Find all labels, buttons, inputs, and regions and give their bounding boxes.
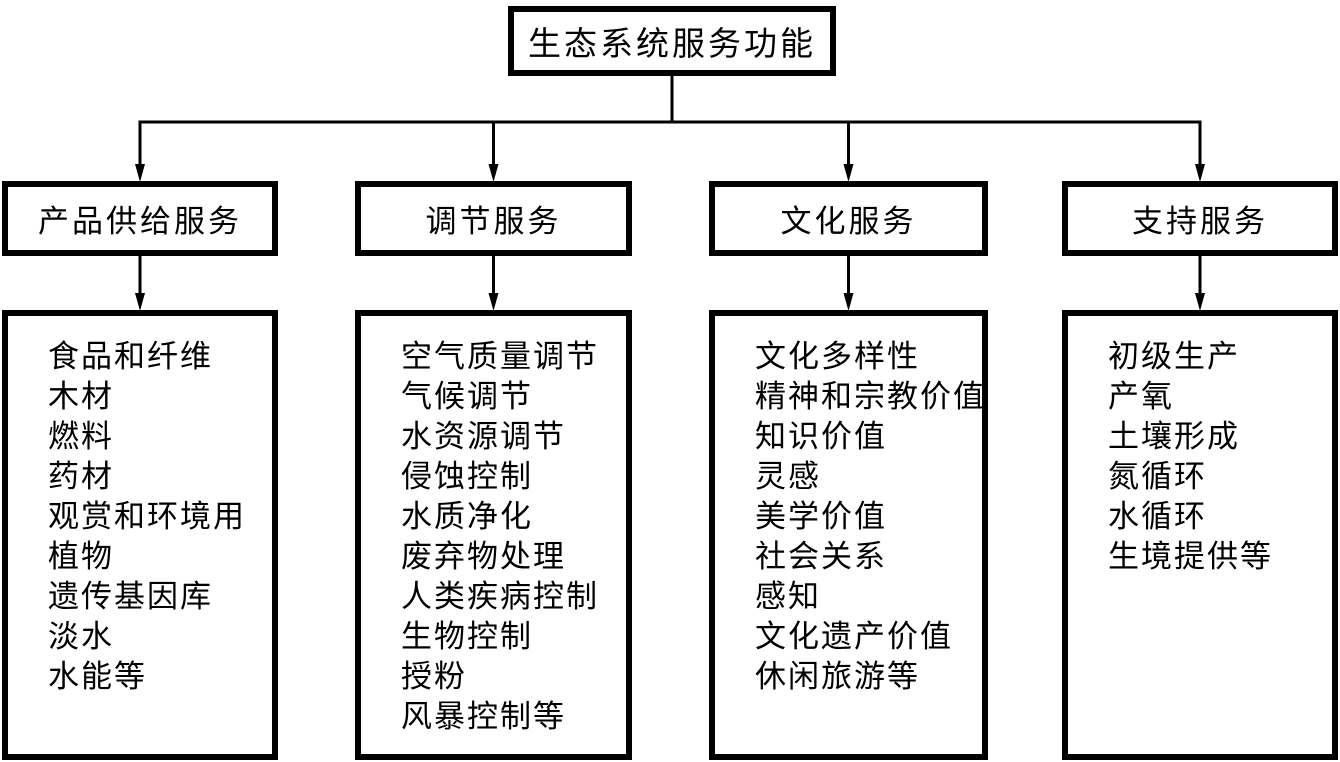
list-item: 药材 [48, 459, 114, 495]
list-item: 社会关系 [755, 539, 887, 575]
list-item: 水能等 [48, 659, 147, 695]
branch-node-provisioning: 产品供给服务 [2, 181, 278, 256]
list-item: 精神和宗教价值 [755, 379, 986, 415]
list-item: 食品和纤维 [48, 339, 213, 375]
list-item: 木材 [48, 379, 114, 415]
list-item: 文化遗产价值 [755, 619, 953, 655]
branch-node-cultural: 文化服务 [709, 181, 988, 256]
list-item: 生境提供等 [1108, 539, 1273, 575]
list-item: 植物 [48, 539, 114, 575]
list-item: 休闲旅游等 [755, 659, 920, 695]
list-item: 侵蚀控制 [401, 459, 533, 495]
list-item: 燃料 [48, 419, 114, 455]
list-item: 文化多样性 [755, 339, 920, 375]
arrowhead-icon [1195, 293, 1205, 311]
branch-node-regulating: 调节服务 [355, 181, 632, 256]
list-item: 土壤形成 [1108, 419, 1240, 455]
list-item: 人类疾病控制 [401, 579, 599, 615]
arrowhead-icon [1195, 164, 1205, 182]
root-node-label: 生态系统服务功能 [528, 24, 816, 63]
arrowhead-icon [843, 164, 854, 182]
list-item: 遗传基因库 [48, 579, 213, 615]
list-item: 空气质量调节 [401, 339, 599, 375]
list-item: 知识价值 [755, 419, 887, 455]
branch-node-label: 文化服务 [780, 204, 917, 240]
detail-list-regulating: 空气质量调节 气候调节 水资源调节 侵蚀控制 水质净化 废弃物处理 人类疾病控制… [355, 310, 632, 760]
arrowhead-icon [135, 293, 145, 311]
detail-list-cultural: 文化多样性 精神和宗教价值 知识价值 灵感 美学价值 社会关系 感知 文化遗产价… [709, 310, 988, 760]
list-item: 产氧 [1108, 379, 1174, 415]
list-item: 水质净化 [401, 499, 533, 535]
list-item: 授粉 [401, 659, 467, 695]
list-item: 废弃物处理 [401, 539, 566, 575]
arrowhead-icon [135, 164, 145, 182]
detail-list-supporting: 初级生产 产氧 土壤形成 氮循环 水循环 生境提供等 [1062, 310, 1338, 760]
arrowhead-icon [488, 164, 499, 182]
list-item: 水循环 [1108, 499, 1207, 535]
list-item: 生物控制 [401, 619, 533, 655]
branch-node-label: 支持服务 [1132, 204, 1268, 240]
list-item: 气候调节 [401, 379, 533, 415]
list-item: 初级生产 [1108, 339, 1240, 375]
list-item: 美学价值 [755, 499, 887, 535]
list-item: 水资源调节 [401, 419, 566, 455]
list-item: 灵感 [755, 459, 821, 495]
branch-node-label: 调节服务 [425, 204, 562, 240]
arrowhead-icon [843, 293, 854, 311]
branch-node-label: 产品供给服务 [38, 204, 242, 240]
root-node: 生态系统服务功能 [508, 6, 836, 76]
detail-list-provisioning: 食品和纤维 木材 燃料 药材 观赏和环境用 植物 遗传基因库 淡水 水能等 [2, 310, 278, 760]
list-item: 淡水 [48, 619, 114, 655]
list-item: 氮循环 [1108, 459, 1207, 495]
list-item: 风暴控制等 [401, 699, 566, 735]
branch-node-supporting: 支持服务 [1062, 181, 1338, 256]
list-item: 观赏和环境用 [48, 499, 246, 535]
arrowhead-icon [488, 293, 499, 311]
list-item: 感知 [755, 579, 821, 615]
